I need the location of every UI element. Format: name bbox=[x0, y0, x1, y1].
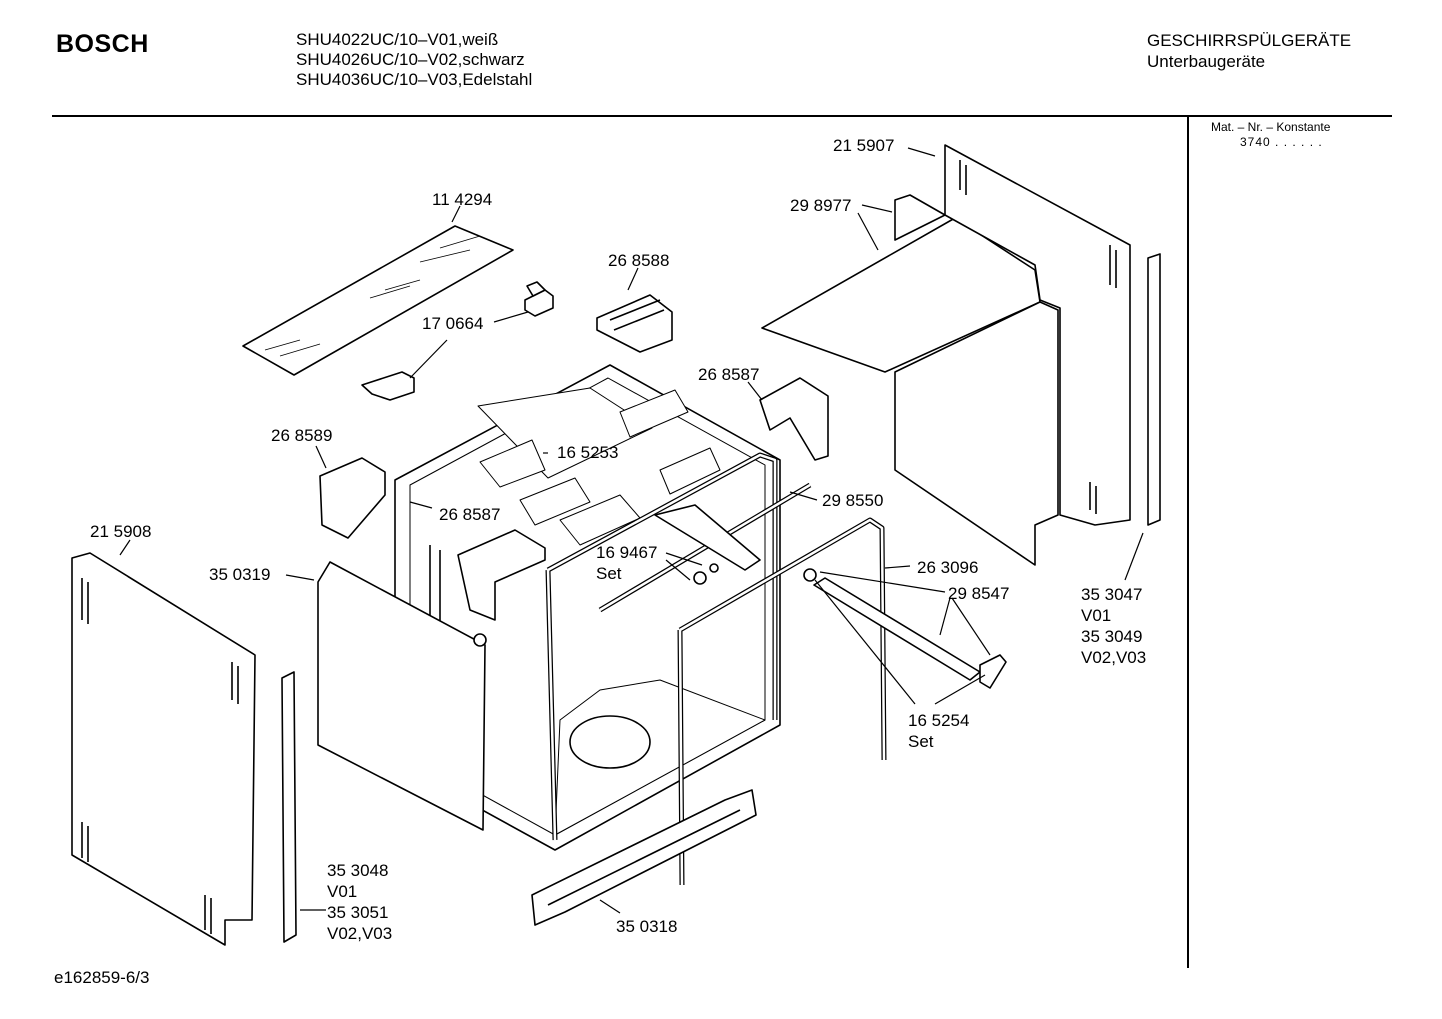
part-label: 16 5253 bbox=[557, 443, 619, 462]
part-label: 35 0318 bbox=[616, 917, 678, 936]
sidebar-rule bbox=[1187, 116, 1189, 968]
leader-lines bbox=[120, 148, 1143, 913]
kick-plate bbox=[532, 790, 756, 925]
clip-26-8589 bbox=[320, 458, 385, 538]
part-label: 21 5908 bbox=[90, 522, 152, 541]
category-title: GESCHIRRSPÜLGERÄTE Unterbaugeräte bbox=[1147, 30, 1351, 72]
side-panel-left bbox=[72, 553, 255, 945]
model-line: SHU4022UC/10–V01,weiß bbox=[296, 30, 499, 49]
door-seal bbox=[548, 455, 884, 885]
hinge-assembly bbox=[655, 505, 760, 584]
document-id: e162859-6/3 bbox=[54, 968, 150, 987]
side-panel-right bbox=[945, 145, 1130, 525]
part-label: 11 4294 bbox=[432, 190, 493, 209]
brand-logo: BOSCH bbox=[56, 30, 149, 58]
insulation-sheet bbox=[243, 226, 513, 375]
bracket-lower bbox=[362, 372, 414, 400]
tub-body bbox=[395, 365, 780, 850]
part-label: 17 0664 bbox=[422, 314, 484, 333]
part-label: 29 8547 bbox=[948, 584, 1010, 603]
bar-29-8547 bbox=[804, 569, 1006, 688]
part-label: 26 3096 bbox=[917, 558, 979, 577]
material-number-value: 3740 . . . . . . bbox=[1240, 135, 1323, 149]
rear-panel bbox=[762, 195, 1058, 565]
part-label: 29 8977 bbox=[790, 196, 852, 215]
trim-strip-right bbox=[1148, 254, 1160, 525]
subcategory-line: Unterbaugeräte bbox=[1147, 52, 1266, 71]
clip-26-8588 bbox=[597, 295, 672, 352]
model-line: SHU4026UC/10–V02,schwarz bbox=[296, 50, 525, 69]
model-list: SHU4022UC/10–V01,weiß SHU4026UC/10–V02,s… bbox=[296, 30, 532, 90]
model-line: SHU4036UC/10–V03,Edelstahl bbox=[296, 70, 533, 89]
trim-strip-left bbox=[282, 672, 296, 942]
clip-26-8587-tub bbox=[458, 530, 545, 620]
part-label: 21 5907 bbox=[833, 136, 895, 155]
clip-26-8587-right bbox=[760, 378, 828, 460]
front-panel bbox=[318, 562, 486, 830]
part-label: 26 8587 bbox=[698, 365, 760, 384]
part-label: 29 8550 bbox=[822, 491, 884, 510]
part-label: 26 8587 bbox=[439, 505, 501, 524]
part-label: 26 8589 bbox=[271, 426, 333, 445]
category-line: GESCHIRRSPÜLGERÄTE bbox=[1147, 31, 1352, 50]
part-label: 26 8588 bbox=[608, 251, 670, 270]
bracket-upper bbox=[525, 282, 553, 316]
part-label: 35 0319 bbox=[209, 565, 271, 584]
header-rule bbox=[52, 115, 1392, 117]
material-number-label: Mat. – Nr. – Konstante bbox=[1211, 120, 1331, 134]
